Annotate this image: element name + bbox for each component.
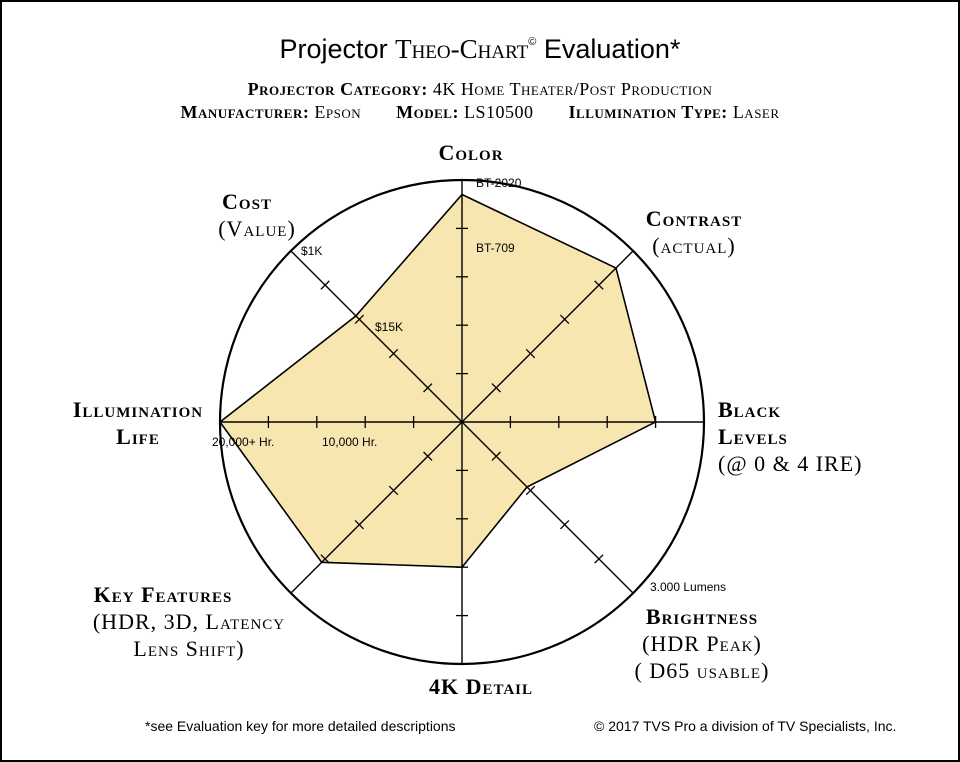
value-polygon [218,193,657,569]
axis-sublabel-contrast-0: (actual) [652,233,735,258]
axis-sublabel-brightness-1: ( D65 usable) [635,658,770,683]
tick-label-cost-0: $1K [301,244,322,258]
tick-contrast-5 [628,246,638,256]
tick-key_features-1 [423,451,433,461]
axis-label-black_levels-1: Levels [718,424,788,449]
axis-line-key_features [290,421,463,594]
illumination-type-label: Illumination Type: [568,102,728,122]
axis-line-cost [290,250,463,423]
tick-key_features-5 [286,588,296,598]
tick-label-illumination_life-1: 10,000 Hr. [322,435,377,449]
axis-label-cost: Cost [222,189,272,214]
tick-cost-5 [286,246,296,256]
axis-sublabel-black_levels-0: (@ 0 & 4 IRE) [718,451,862,476]
tick-cost-2 [388,348,399,359]
title-word-theo-chart: Theo-Chart [395,34,529,64]
axis-line-contrast [461,250,634,423]
tick-contrast-1 [491,383,501,393]
title-word-projector: Projector [279,34,388,64]
axis-sublabel-key_features-1: Lens Shift) [133,636,244,661]
chart-title: Projector Theo-Chart© Evaluation* [2,34,958,65]
axis-label-illumination_life-0: Illumination [73,397,203,422]
axis-sublabel-brightness-0: (HDR Peak) [642,631,762,656]
manufacturer-label: Manufacturer: [180,102,310,122]
tick-brightness-5 [628,588,638,598]
projector-category-line: Projector Category: 4K Home Theater/Post… [2,79,958,100]
tick-label-color-1: BT-709 [476,241,515,255]
tick-key_features-2 [388,485,399,496]
tick-contrast-2 [525,348,536,359]
axis-sublabel-key_features-0: (HDR, 3D, Latency [93,609,285,634]
footnote: *see Evaluation key for more detailed de… [145,718,456,734]
axis-label-black_levels-0: Black [718,397,781,422]
axis-label-key_features: Key Features [94,582,233,607]
axis-sublabel-cost-0: (Value) [218,216,296,241]
model-label: Model: [396,102,459,122]
tick-brightness-4 [594,554,604,564]
tick-contrast-3 [559,314,570,325]
tick-brightness-2 [525,485,536,496]
axis-label-4k_detail: 4K Detail [429,674,533,699]
tick-contrast-4 [594,280,604,290]
tick-label-illumination_life-0: 20,000+ Hr. [212,435,274,449]
axis-label-contrast: Contrast [646,206,742,231]
illumination-type-value: Laser [732,102,780,122]
category-value: 4K Home Theater/Post Production [432,79,713,99]
model-value: LS10500 [463,102,534,122]
category-label: Projector Category: [247,79,428,99]
tick-cost-3 [354,314,365,325]
manufacturer-value: Epson [314,102,362,122]
tick-cost-4 [320,280,330,290]
tick-key_features-4 [320,554,330,564]
axis-label-color: Color [438,140,503,165]
tick-brightness-1 [491,451,501,461]
manufacturer-model-line: Manufacturer: Epson Model: LS10500 Illum… [2,102,958,123]
tick-cost-1 [423,383,433,393]
copyright: © 2017 TVS Pro a division of TV Speciali… [594,718,897,734]
axis-label-brightness: Brightness [646,604,758,629]
axis-line-brightness [461,421,634,594]
tick-label-color-0: BT-2020 [476,176,522,190]
title-mark: © [528,36,537,48]
title-word-evaluation: Evaluation* [543,34,681,64]
tick-key_features-3 [354,519,365,530]
axis-label-illumination_life-1: Life [116,424,160,449]
tick-brightness-3 [559,519,570,530]
tick-label-brightness-0: 3.000 Lumens [650,580,726,594]
tick-label-cost-1: $15K [375,320,403,334]
